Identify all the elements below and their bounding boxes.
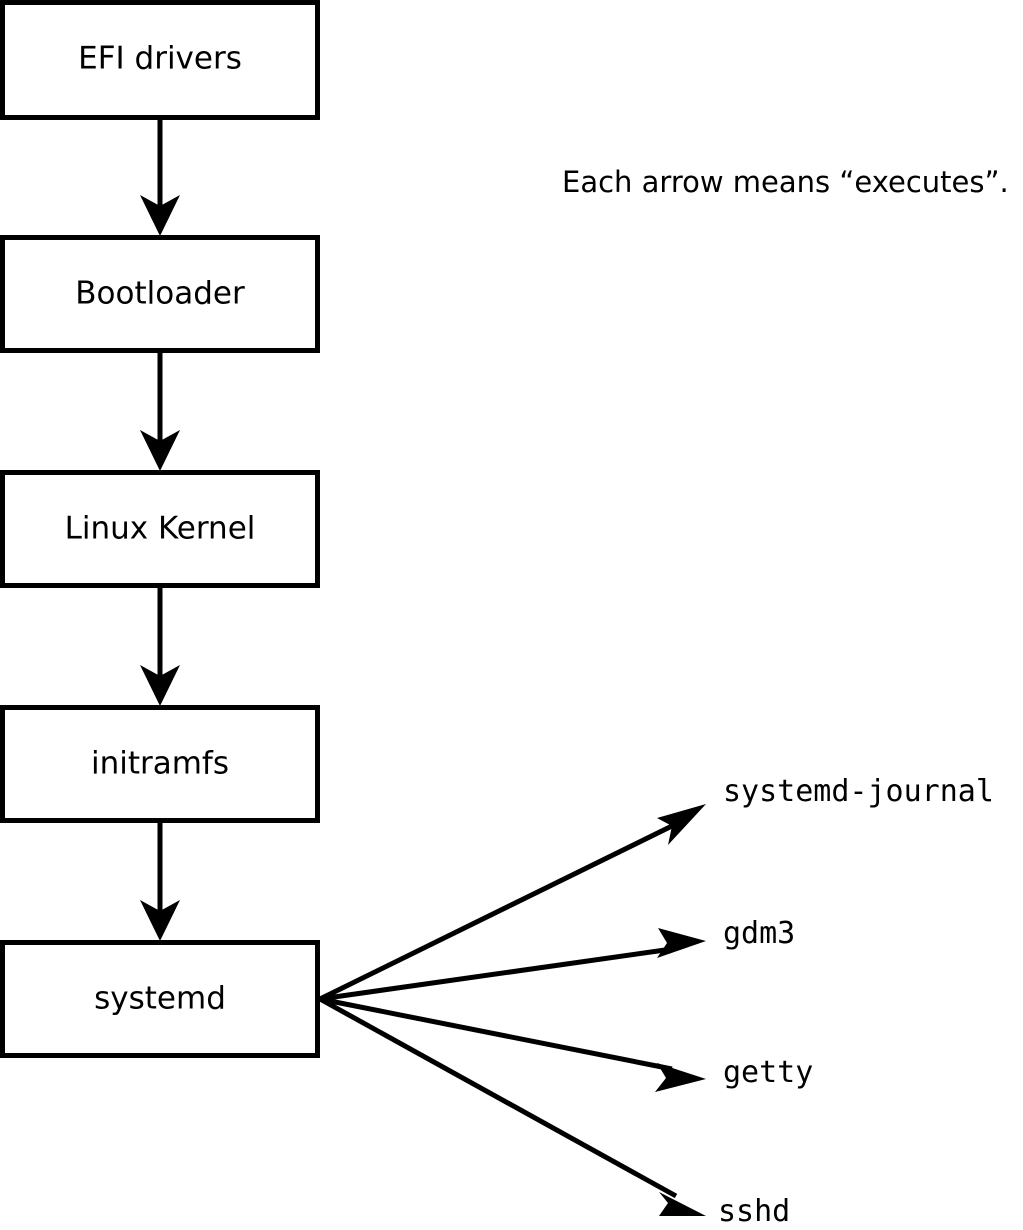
arrow-systemd-to-gdm3 bbox=[319, 928, 706, 1002]
node-linux-kernel[interactable]: Linux Kernel bbox=[0, 470, 320, 588]
node-systemd[interactable]: systemd bbox=[0, 940, 320, 1058]
fanout-label-systemd-journal: systemd-journal bbox=[723, 774, 994, 809]
fanout-label-sshd: sshd bbox=[718, 1194, 790, 1229]
node-label-systemd: systemd bbox=[94, 981, 226, 1017]
node-efi-drivers[interactable]: EFI drivers bbox=[0, 0, 320, 120]
arrow-initramfs-to-systemd bbox=[140, 823, 180, 941]
node-initramfs[interactable]: initramfs bbox=[0, 705, 320, 823]
arrow-efi-drivers-to-bootloader bbox=[140, 118, 180, 236]
node-box-linux-kernel[interactable] bbox=[0, 470, 320, 588]
arrow-systemd-to-getty bbox=[319, 996, 706, 1092]
arrow-systemd-to-sshd bbox=[318, 996, 706, 1216]
node-label-bootloader: Bootloader bbox=[75, 276, 245, 312]
fanout-label-gdm3: gdm3 bbox=[723, 916, 795, 951]
arrow-bootloader-to-linux-kernel bbox=[140, 353, 180, 471]
node-label-initramfs: initramfs bbox=[91, 746, 229, 782]
node-label-linux-kernel: Linux Kernel bbox=[65, 511, 256, 547]
node-bootloader[interactable]: Bootloader bbox=[0, 235, 320, 353]
node-box-bootloader[interactable] bbox=[0, 235, 320, 353]
arrow-linux-kernel-to-initramfs bbox=[140, 588, 180, 706]
node-box-systemd[interactable] bbox=[0, 940, 320, 1058]
arrow-systemd-to-systemd-journal bbox=[318, 804, 706, 1002]
diagram-caption: Each arrow means “executes”. bbox=[562, 165, 1009, 199]
fanout-label-getty: getty bbox=[723, 1055, 813, 1090]
node-label-efi-drivers: EFI drivers bbox=[78, 41, 242, 77]
node-box-initramfs[interactable] bbox=[0, 705, 320, 823]
node-box-efi-drivers[interactable] bbox=[0, 0, 320, 120]
